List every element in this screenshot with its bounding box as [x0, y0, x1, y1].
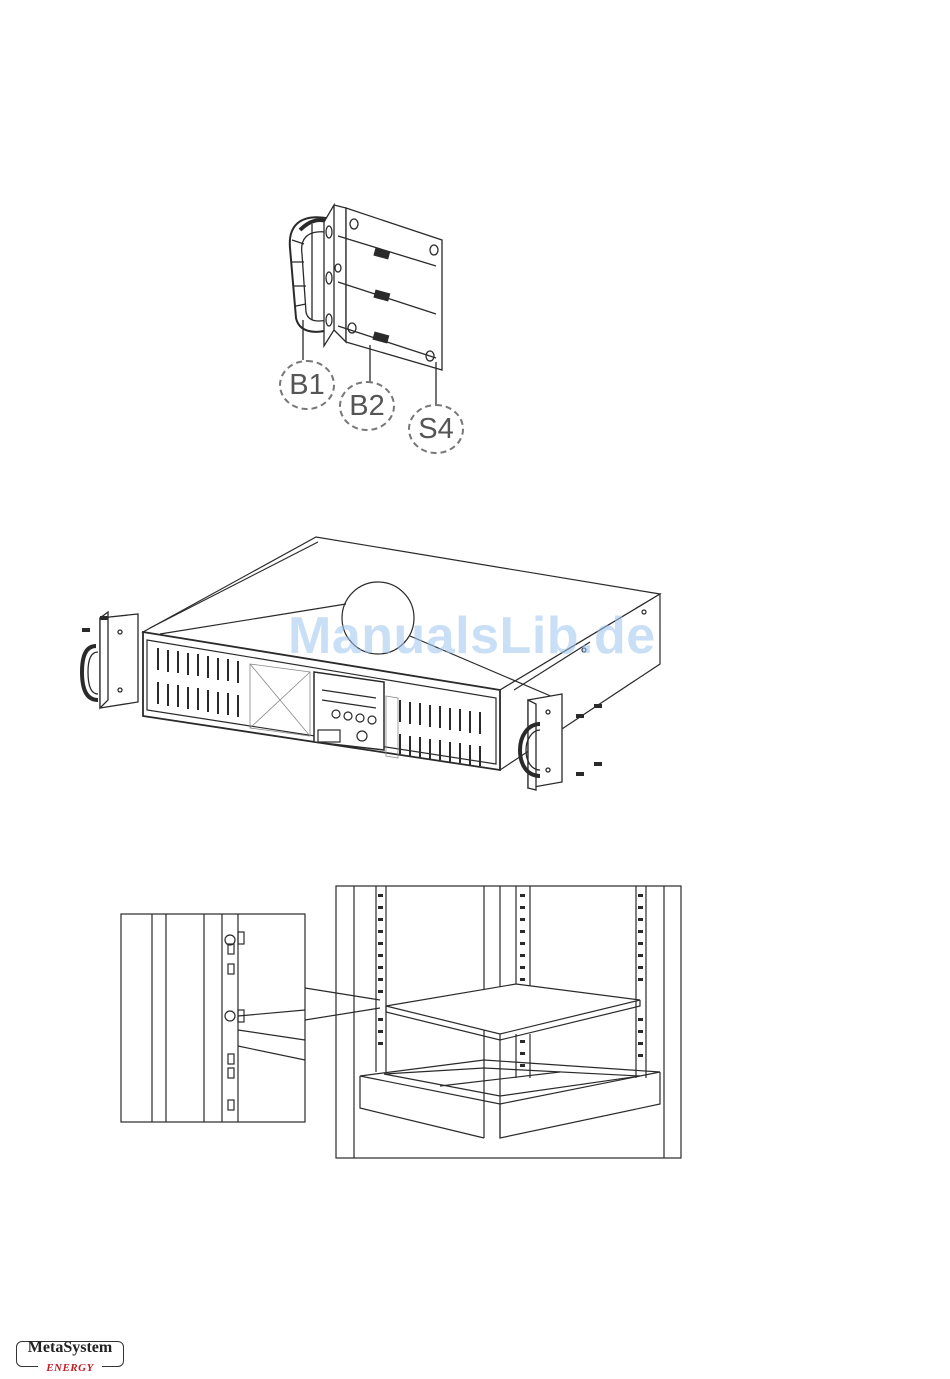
rack-installation-illustration	[0, 0, 950, 1180]
brand-logo: MetaSystem ENERGY	[16, 1336, 124, 1376]
logo-text-metasystem: MetaSystem	[16, 1339, 124, 1357]
logo-text-energy: ENERGY	[38, 1362, 102, 1374]
